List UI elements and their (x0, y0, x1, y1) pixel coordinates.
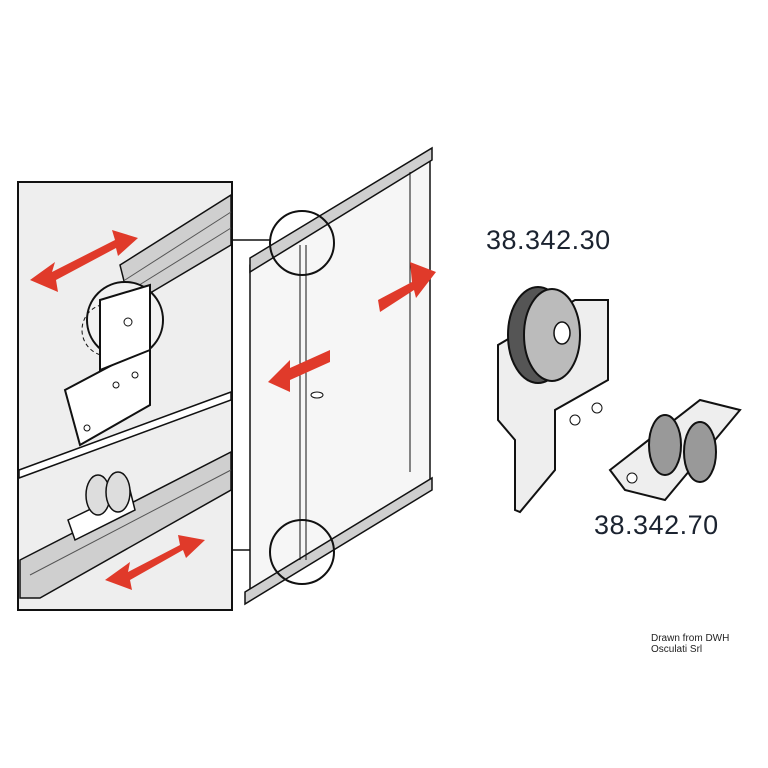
detail-circle-top (269, 210, 335, 276)
detail-circle-bottom (269, 519, 335, 585)
part-number-roller: 38.342.30 (486, 225, 611, 255)
part-number-guide: 38.342.70 (594, 510, 719, 540)
roller-bracket-product (497, 286, 609, 514)
detail-inset (17, 181, 233, 611)
arrow-icon (30, 230, 205, 590)
guide-roller-product (608, 398, 742, 502)
door-panel (244, 146, 436, 606)
guide-roller-inset (67, 471, 136, 542)
arrow-icon (268, 262, 436, 392)
credit-text: Drawn from DWH Osculati Srl (651, 633, 730, 655)
